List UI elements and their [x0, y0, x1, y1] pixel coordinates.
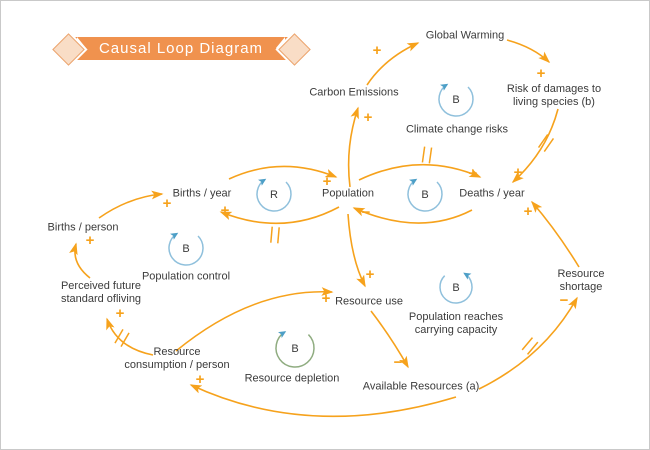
plus-sign: + [163, 195, 172, 212]
loop-caption-resource_depletion: Resource depletion [244, 372, 340, 385]
node-resource_use: Resource use [335, 295, 403, 308]
plus-sign: + [524, 203, 533, 220]
edge-resource_use--available_resources [370, 310, 409, 369]
node-perceived_future: Perceived future standard ofliving [60, 280, 142, 305]
edge-population--births_year [219, 206, 340, 225]
plus-sign: + [196, 371, 205, 388]
loop-circle-population_control [168, 232, 204, 266]
delay-mark [270, 226, 280, 244]
node-deaths_year: Deaths / year [459, 187, 525, 200]
node-births_year: Births / year [172, 187, 232, 200]
plus-sign: + [373, 42, 382, 59]
plus-sign: + [537, 65, 546, 82]
node-available_resources: Available Resources (a) [362, 380, 480, 393]
loop-letter-deaths_balance: B [421, 189, 428, 201]
minus-sign: − [394, 354, 403, 371]
edge-deaths_year--population [352, 207, 473, 224]
edge-global_warming--risk_damages [506, 39, 551, 64]
node-global_warming: Global Warming [425, 29, 505, 42]
loop-circle-climate_risks [438, 83, 474, 117]
delay-mark [537, 134, 555, 152]
loop-circle-population_growth [256, 178, 292, 212]
node-resource_consumption: Resource consumption / person [124, 346, 230, 371]
loops-layer: R B B B B B [168, 83, 474, 368]
delay-mark [521, 337, 539, 355]
loop-circle-carrying_capacity [439, 272, 473, 304]
minus-sign: − [560, 292, 569, 309]
edge-population--deaths_year [358, 163, 482, 181]
node-carbon_emissions: Carbon Emissions [309, 86, 399, 99]
delay-mark [114, 328, 130, 348]
plus-sign: + [514, 164, 523, 181]
loop-letter-carrying_capacity: B [452, 282, 459, 294]
edge-population--carbon_emissions [347, 106, 359, 188]
minus-sign: − [362, 204, 371, 221]
node-risk_damages: Risk of damages to living species (b) [506, 83, 602, 108]
edge-perceived_future--births_person [69, 242, 91, 279]
loop-letter-population_growth: R [270, 189, 278, 201]
edges-layer: + + + − + + + + + + − − + + + + + [69, 39, 580, 418]
banner-ribbon [67, 37, 295, 60]
loop-circle-deaths_balance [407, 178, 443, 212]
edge-carbon_emissions--global_warming [366, 42, 420, 86]
loop-caption-carrying_capacity: Population reaches carrying capacity [408, 311, 504, 336]
plus-sign: + [322, 290, 331, 307]
diagram-title: Causal Loop Diagram [98, 40, 264, 57]
node-births_person: Births / person [47, 221, 119, 234]
edge-births_person--births_year [98, 190, 164, 219]
plus-sign: + [221, 202, 230, 219]
plus-sign: + [469, 165, 478, 182]
edge-resource_shortage--deaths_year [531, 200, 580, 268]
edge-risk_damages--deaths_year [511, 108, 559, 184]
plus-sign: + [86, 232, 95, 249]
edge-population--resource_use [347, 213, 366, 288]
edge-available_resources--resource_consumption [189, 384, 457, 418]
plus-sign: + [323, 173, 332, 190]
plus-sign: + [364, 109, 373, 126]
loop-caption-climate_risks: Climate change risks [405, 123, 509, 136]
loop-letter-climate_risks: B [452, 94, 459, 106]
edge-births_year--population [228, 165, 338, 180]
plus-sign: + [366, 266, 375, 283]
edge-resource_consumption--resource_use [175, 287, 334, 352]
loop-caption-population_control: Population control [141, 270, 231, 283]
node-population: Population [322, 187, 374, 200]
loop-letter-population_control: B [182, 243, 189, 255]
plus-sign: + [116, 305, 125, 322]
node-resource_shortage: Resource shortage [557, 268, 605, 293]
loop-letter-resource_depletion: B [291, 343, 298, 355]
loop-circle-resource_depletion [275, 331, 315, 368]
edge-available_resources--resource_shortage [478, 296, 578, 390]
delay-mark [421, 146, 433, 164]
